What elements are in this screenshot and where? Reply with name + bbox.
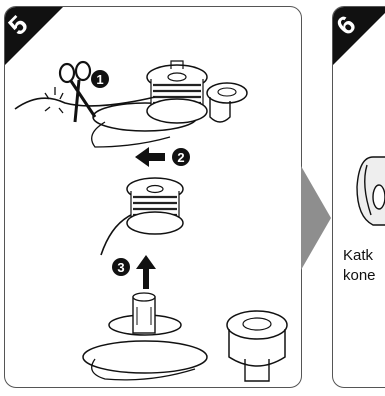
cut-spark <box>44 87 64 114</box>
callout-2-bg <box>172 148 190 166</box>
step-6-illustration <box>356 156 385 226</box>
step-5-panel: 5 <box>4 6 302 388</box>
callout-1: 1 <box>96 72 103 87</box>
arrow-left-icon <box>135 147 165 167</box>
callout-3-bg <box>112 258 130 276</box>
step-6-text-line-1: Katk <box>343 247 374 264</box>
winder-stopper-bottom <box>226 310 288 382</box>
callout-2: 2 <box>177 150 184 165</box>
next-step-arrow-icon <box>301 166 331 270</box>
step-corner-badge <box>5 7 63 65</box>
bobbin-illustration: 1 2 3 <box>14 60 288 382</box>
step-corner-badge <box>333 7 385 65</box>
scissors-icon <box>58 60 97 123</box>
winder-stopper-top <box>206 82 248 123</box>
thread-line-top <box>14 96 156 110</box>
winder-spindle-bottom <box>82 292 208 381</box>
step-6-text-line-2: kone <box>343 267 376 284</box>
arrow-up-icon <box>136 255 156 289</box>
bobbin-removed <box>126 177 184 235</box>
callout-3: 3 <box>117 260 124 275</box>
thread-tail <box>100 214 132 256</box>
bobbin-wound-top <box>146 60 208 124</box>
step-6-panel: 6 Katk kone <box>332 6 385 388</box>
callout-1-bg <box>91 70 109 88</box>
